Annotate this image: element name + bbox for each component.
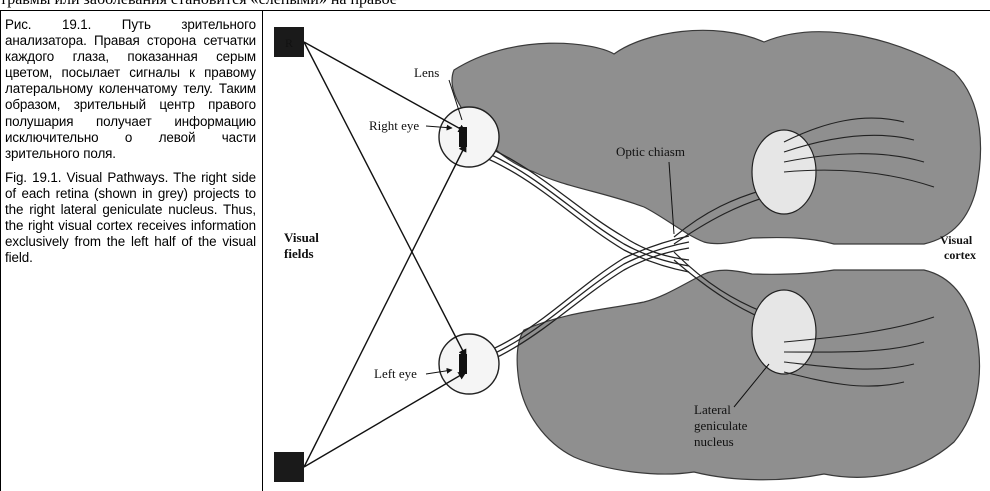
- label-visual-cortex-line1: Visual: [940, 233, 973, 247]
- label-visual-fields-line1: Visual: [284, 230, 319, 245]
- figure-caption: Рис. 19.1. Путь зрительного анализатора.…: [5, 17, 256, 266]
- left-eye: [439, 334, 499, 394]
- label-visual-cortex-line2: cortex: [944, 248, 976, 262]
- brain-lower-hemisphere: [517, 270, 979, 480]
- left-field-marker: [274, 452, 304, 482]
- visual-pathways-diagram: R Lens Right eye Left eye Optic chiasm V…: [264, 12, 990, 491]
- label-lgn-line1: Lateral: [694, 402, 731, 417]
- label-right-eye: Right eye: [369, 118, 419, 133]
- label-left-eye: Left eye: [374, 366, 417, 381]
- frame-rule-top: [0, 10, 990, 11]
- label-lgn-line2: geniculate: [694, 418, 748, 433]
- caption-russian: Рис. 19.1. Путь зрительного анализатора.…: [5, 17, 256, 162]
- right-eye: [439, 107, 499, 167]
- label-lgn-line3: nucleus: [694, 434, 734, 449]
- page-top-text: травмы или заболевания становится «слепы…: [0, 0, 990, 9]
- label-optic-chiasm: Optic chiasm: [616, 144, 685, 159]
- label-visual-fields-line2: fields: [284, 246, 314, 261]
- visual-pathways-figure: R Lens Right eye Left eye Optic chiasm V…: [264, 12, 990, 491]
- longitudinal-fissure: [644, 251, 984, 262]
- right-field-marker-label: R: [285, 36, 293, 50]
- lgn-lower: [752, 290, 816, 374]
- frame-rule-middle: [262, 10, 263, 491]
- caption-english: Fig. 19.1. Visual Pathways. The right si…: [5, 170, 256, 267]
- label-lens: Lens: [414, 65, 439, 80]
- frame-rule-left: [0, 10, 1, 491]
